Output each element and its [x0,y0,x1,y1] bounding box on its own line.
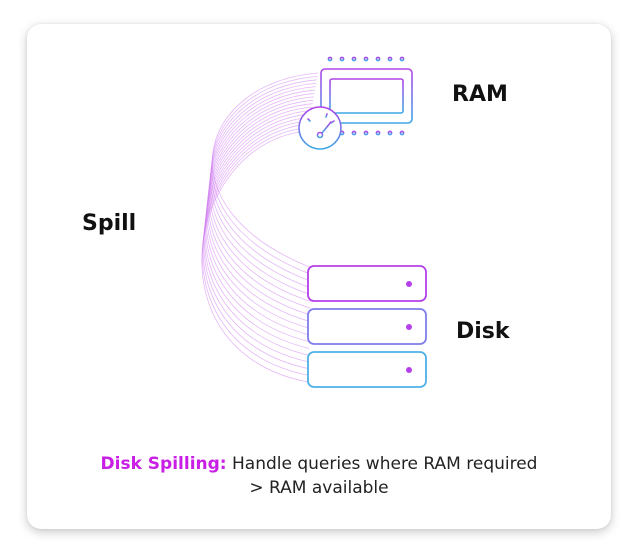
caption-highlight: Disk Spilling: [100,454,227,474]
speed-gauge-icon [298,106,342,150]
spill-label: Spill [82,211,137,236]
ram-label: RAM [452,82,508,107]
caption-line1: Handle queries where RAM required [232,454,538,474]
disk-label: Disk [456,319,510,344]
spill-line [201,130,309,383]
disk-stack-icon [307,265,427,388]
spill-line [209,86,316,296]
ram-pins-bottom [339,122,405,136]
ram-chip-icon [320,56,413,136]
ram-pins-top [327,56,405,70]
spill-stream [201,72,319,383]
spill-line [210,79,317,282]
caption-line2: > RAM available [249,478,389,498]
caption: Disk Spilling: Handle queries where RAM … [27,452,611,500]
